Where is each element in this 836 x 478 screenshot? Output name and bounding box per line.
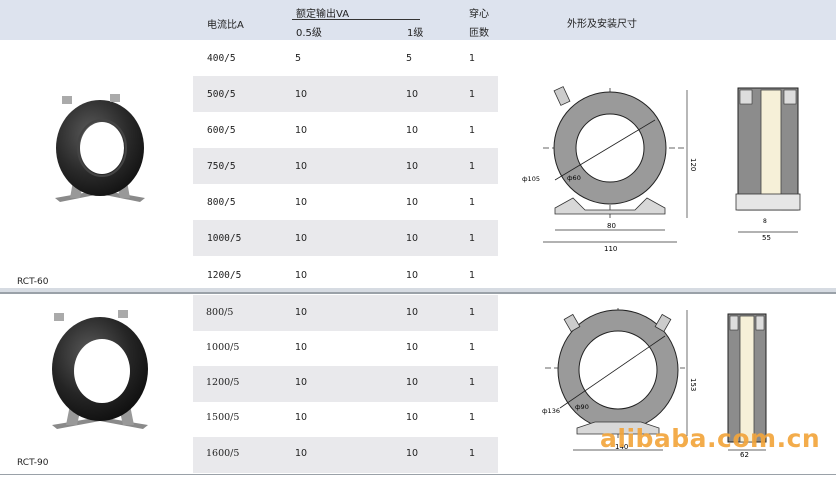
va1-cell: 10 <box>406 448 419 459</box>
va1-cell: 5 <box>406 53 413 64</box>
dim-inner-diameter: ф90 <box>575 403 589 411</box>
dim-outer-diameter: ф105 <box>522 175 540 183</box>
va1-cell: 10 <box>406 307 419 318</box>
ratio-cell: 800/5 <box>206 307 234 318</box>
ratio-cell: 1500/5 <box>206 412 240 423</box>
section-divider <box>0 288 836 294</box>
table-header: 电流比A 额定输出VA 0.5级 1级 穿心 匝数 外形及安装尺寸 <box>0 0 836 40</box>
header-rated-output: 额定输出VA <box>296 9 350 20</box>
ratio-cell: 1000/5 <box>207 233 242 244</box>
dimension-drawing-front-rct90: 153 140 ф136 ф90 <box>542 308 697 451</box>
bottom-divider-line <box>0 474 836 475</box>
header-class-1: 1级 <box>407 28 424 39</box>
ratio-cell: 400/5 <box>207 53 236 64</box>
header-turns-1: 穿心 <box>469 9 489 20</box>
header-divider <box>292 19 420 20</box>
model-label-rct90: RCT-90 <box>17 458 49 468</box>
va1-cell: 10 <box>406 342 419 353</box>
va05-cell: 10 <box>295 197 308 208</box>
product-photo-rct90 <box>52 310 148 429</box>
va05-cell: 10 <box>295 307 308 318</box>
turns-cell: 1 <box>469 53 476 64</box>
va05-cell: 10 <box>295 89 308 100</box>
ratio-cell: 1000/5 <box>206 342 240 353</box>
va1-cell: 10 <box>406 197 419 208</box>
va05-cell: 10 <box>295 233 308 244</box>
header-turns-2: 匝数 <box>469 28 489 39</box>
dim-base-width: 80 <box>607 222 616 230</box>
ratio-cell: 600/5 <box>207 125 236 136</box>
ratio-cell: 750/5 <box>207 161 236 172</box>
dim-height: 120 <box>689 158 697 171</box>
va05-cell: 10 <box>295 377 308 388</box>
row-stripe <box>193 366 498 402</box>
va1-cell: 10 <box>406 161 419 172</box>
dim-total-width: 140 <box>615 443 628 451</box>
product-photo-rct60 <box>55 94 145 202</box>
va05-cell: 10 <box>295 270 308 281</box>
dim-total-width: 110 <box>604 245 617 253</box>
header-dimensions: 外形及安装尺寸 <box>567 19 637 30</box>
turns-cell: 1 <box>469 161 476 172</box>
dimension-drawing-front-rct60: 120 110 80 ф105 ф60 <box>522 86 697 253</box>
ratio-cell: 1600/5 <box>206 448 240 459</box>
row-stripe <box>193 148 498 184</box>
dimension-drawing-side-rct60: 55 8 <box>735 87 801 242</box>
header-class-05: 0.5级 <box>296 28 322 39</box>
va1-cell: 10 <box>406 270 419 281</box>
va05-cell: 5 <box>295 53 302 64</box>
turns-cell: 1 <box>469 448 476 459</box>
va1-cell: 10 <box>406 233 419 244</box>
turns-cell: 1 <box>469 233 476 244</box>
ratio-cell: 800/5 <box>207 197 236 208</box>
row-stripe <box>193 220 498 256</box>
turns-cell: 1 <box>469 197 476 208</box>
va05-cell: 10 <box>295 448 308 459</box>
row-stripe <box>193 76 498 112</box>
watermark-logo: alibaba.com.cn <box>600 424 821 453</box>
row-stripe <box>193 437 498 473</box>
turns-cell: 1 <box>469 342 476 353</box>
dim-side-width: 62 <box>740 451 749 458</box>
header-ratio: 电流比A <box>207 20 244 31</box>
va05-cell: 10 <box>295 161 308 172</box>
dim-side-slot: 8 <box>763 218 767 225</box>
ratio-cell: 1200/5 <box>206 377 240 388</box>
turns-cell: 1 <box>469 377 476 388</box>
turns-cell: 1 <box>469 89 476 100</box>
va05-cell: 10 <box>295 342 308 353</box>
turns-cell: 1 <box>469 270 476 281</box>
ratio-cell: 1200/5 <box>207 270 242 281</box>
va1-cell: 10 <box>406 89 419 100</box>
dim-height: 153 <box>689 378 697 391</box>
va05-cell: 10 <box>295 412 308 423</box>
section-divider-line <box>0 292 836 294</box>
va1-cell: 10 <box>406 377 419 388</box>
model-label-rct60: RCT-60 <box>17 277 49 287</box>
turns-cell: 1 <box>469 307 476 318</box>
turns-cell: 1 <box>469 412 476 423</box>
ratio-cell: 500/5 <box>207 89 236 100</box>
turns-cell: 1 <box>469 125 476 136</box>
dimension-drawing-side-rct90: 62 <box>727 313 767 458</box>
row-stripe <box>193 295 498 331</box>
dim-outer-diameter: ф136 <box>542 407 560 415</box>
dim-inner-diameter: ф60 <box>567 174 581 182</box>
va1-cell: 10 <box>406 412 419 423</box>
va1-cell: 10 <box>406 125 419 136</box>
va05-cell: 10 <box>295 125 308 136</box>
dim-side-width: 55 <box>762 234 771 242</box>
